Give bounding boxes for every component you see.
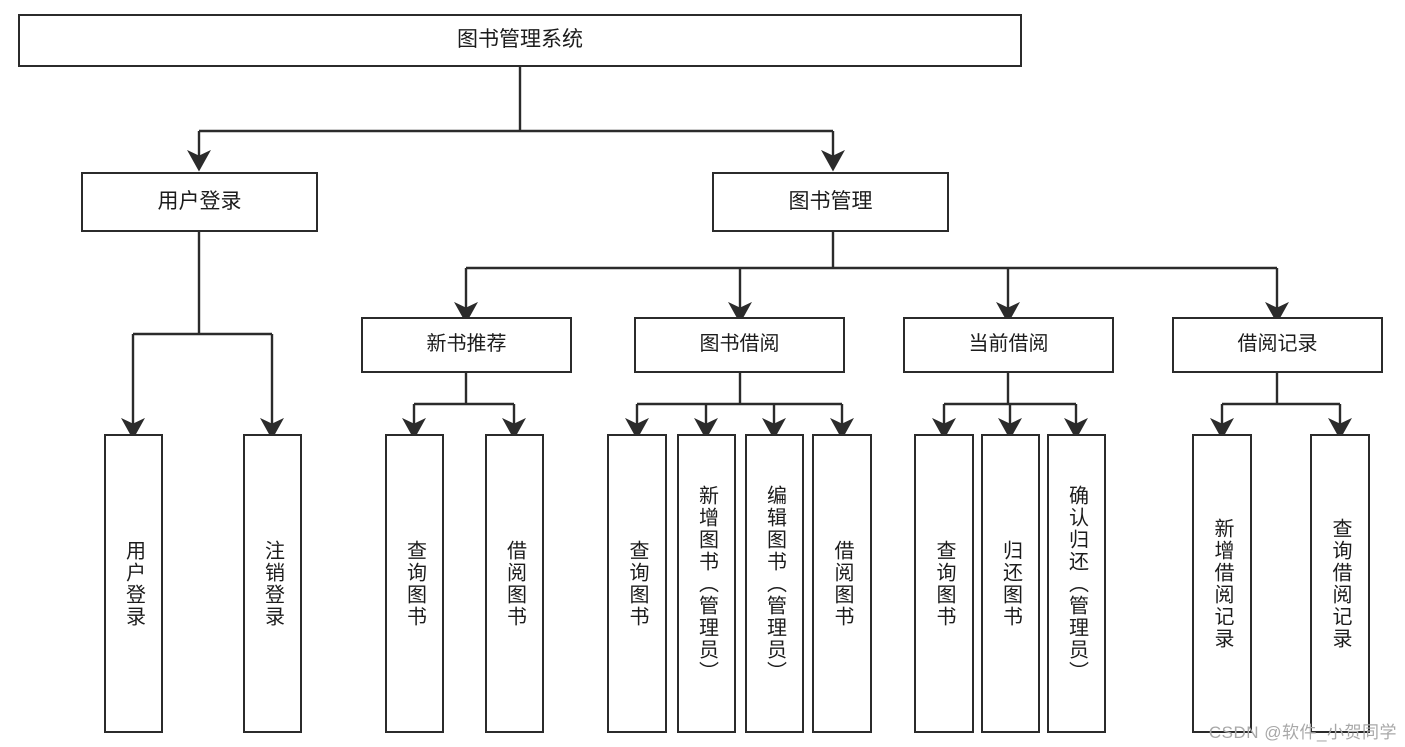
node-leaf-edit-book-label: 编辑图书（管理员）	[763, 484, 786, 683]
node-leaf-query-book-2-label: 查询图书	[626, 539, 648, 628]
node-current-borrow-label: 当前借阅	[968, 333, 1049, 356]
node-leaf-logout[interactable]: 注销登录	[243, 434, 302, 733]
node-leaf-query-record[interactable]: 查询借阅记录	[1310, 434, 1370, 733]
node-leaf-query-book-1-label: 查询图书	[403, 539, 426, 628]
node-leaf-add-book[interactable]: 新增图书（管理员）	[677, 434, 736, 733]
node-root[interactable]: 图书管理系统	[18, 14, 1022, 67]
node-leaf-borrow-book-2[interactable]: 借阅图书	[812, 434, 872, 733]
node-leaf-edit-book[interactable]: 编辑图书（管理员）	[745, 434, 804, 733]
node-current-borrow[interactable]: 当前借阅	[903, 317, 1114, 373]
node-root-label: 图书管理系统	[457, 28, 583, 52]
node-book-borrow-label: 图书借阅	[699, 333, 780, 356]
node-leaf-query-record-label: 查询借阅记录	[1329, 517, 1351, 650]
node-leaf-add-record[interactable]: 新增借阅记录	[1192, 434, 1252, 733]
node-leaf-borrow-book-1[interactable]: 借阅图书	[485, 434, 544, 733]
node-leaf-borrow-book-2-label: 借阅图书	[831, 539, 853, 628]
node-leaf-query-book-3[interactable]: 查询图书	[914, 434, 974, 733]
node-leaf-user-login[interactable]: 用户登录	[104, 434, 163, 733]
node-leaf-return-book-label: 归还图书	[999, 539, 1022, 628]
node-leaf-add-book-label: 新增图书（管理员）	[695, 484, 718, 683]
node-new-book-recommend-label: 新书推荐	[426, 333, 507, 356]
csdn-watermark: CSDN @软件_小贺同学	[1208, 723, 1397, 742]
node-leaf-borrow-book-1-label: 借阅图书	[503, 539, 526, 628]
node-borrow-record-label: 借阅记录	[1237, 333, 1318, 356]
node-book-borrow[interactable]: 图书借阅	[634, 317, 845, 373]
node-borrow-record[interactable]: 借阅记录	[1172, 317, 1383, 373]
node-user-login[interactable]: 用户登录	[81, 172, 318, 232]
node-user-login-label: 用户登录	[157, 189, 242, 213]
node-leaf-user-login-label: 用户登录	[122, 539, 145, 628]
node-leaf-add-record-label: 新增借阅记录	[1211, 517, 1233, 650]
node-leaf-query-book-2[interactable]: 查询图书	[607, 434, 667, 733]
node-leaf-logout-label: 注销登录	[261, 539, 284, 628]
node-leaf-query-book-1[interactable]: 查询图书	[385, 434, 444, 733]
node-leaf-query-book-3-label: 查询图书	[933, 539, 955, 628]
node-leaf-return-book[interactable]: 归还图书	[981, 434, 1040, 733]
node-leaf-confirm-return[interactable]: 确认归还（管理员）	[1047, 434, 1106, 733]
node-leaf-confirm-return-label: 确认归还（管理员）	[1065, 484, 1088, 683]
node-book-manage[interactable]: 图书管理	[712, 172, 949, 232]
node-book-manage-label: 图书管理	[788, 189, 873, 213]
node-new-book-recommend[interactable]: 新书推荐	[361, 317, 572, 373]
